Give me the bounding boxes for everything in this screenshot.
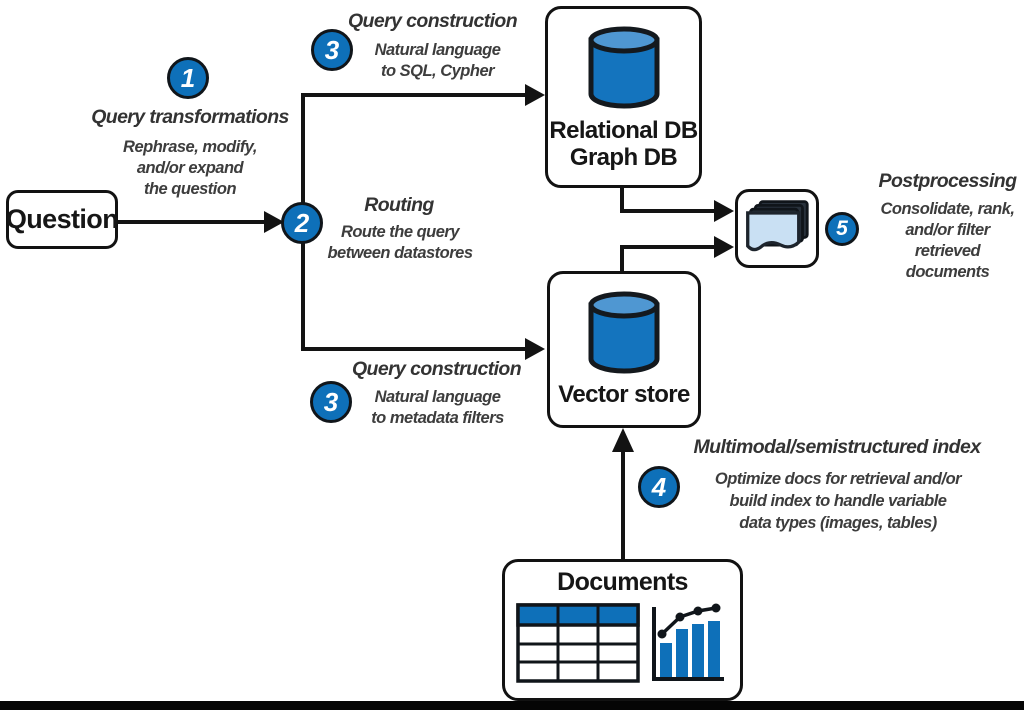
multimodal-index-desc: Optimize docs for retrieval and/or build…: [714, 470, 962, 532]
postprocessing-desc: Consolidate, rank, and/or filter retriev…: [880, 200, 1015, 281]
vector-store-label: Vector store: [558, 381, 690, 408]
relational-to-docstack-line: [620, 186, 624, 213]
step-4-badge: 4: [638, 466, 680, 508]
documents-node: Documents: [502, 559, 743, 701]
query-construction-bottom-title: Query construction: [351, 358, 522, 380]
arrowhead-right-icon: [714, 200, 734, 222]
step-2-badge: 2: [281, 202, 323, 244]
multimodal-index-title: Multimodal/semistructured index: [693, 436, 982, 458]
query-construction-top-desc: Natural language to SQL, Cypher: [374, 41, 501, 80]
vector-to-docstack-line: [620, 245, 624, 273]
question-label: Question: [5, 204, 119, 234]
routing-to-vector-line: [301, 347, 527, 351]
routing-title: Routing: [364, 194, 434, 216]
relational-to-docstack-line: [620, 209, 716, 213]
database-cylinder-icon: [588, 26, 659, 109]
postprocessing-title: Postprocessing: [878, 170, 1017, 192]
query-construction-top-title: Query construction: [347, 10, 518, 32]
documents-icons: [515, 603, 724, 683]
question-to-routing-line: [118, 220, 266, 224]
bar-chart-icon: [651, 603, 724, 681]
document-stack-icon: [746, 199, 809, 251]
arrowhead-right-icon: [714, 236, 734, 258]
vector-store-node: Vector store: [547, 271, 701, 428]
bottom-border-bar: [0, 701, 1024, 710]
arrowhead-right-icon: [525, 338, 545, 360]
routing-desc: Route the query between datastores: [327, 223, 473, 262]
step-3-bottom-badge: 3: [310, 381, 352, 423]
arrowhead-right-icon: [525, 84, 545, 106]
arrowhead-up-icon: [612, 428, 634, 452]
table-icon: [515, 603, 640, 683]
step-5-badge: 5: [825, 212, 859, 246]
step-3-top-badge: 3: [311, 29, 353, 71]
query-transformations-title: Query transformations: [91, 106, 289, 128]
routing-to-relational-line: [301, 93, 527, 97]
documents-label: Documents: [557, 568, 688, 596]
query-construction-bottom-desc: Natural language to metadata filters: [371, 388, 504, 427]
step-1-badge: 1: [167, 57, 209, 99]
database-cylinder-icon: [588, 291, 660, 374]
arrowhead-right-icon: [264, 211, 284, 233]
vector-to-docstack-line: [620, 245, 716, 249]
query-transformations-desc: Rephrase, modify, and/or expand the ques…: [123, 138, 257, 198]
relational-graph-db-node: Relational DB Graph DB: [545, 6, 702, 188]
documents-to-vector-line: [621, 450, 625, 560]
retrieved-documents-node: [735, 189, 819, 268]
question-node: Question: [5, 190, 119, 249]
relational-graph-db-label: Relational DB Graph DB: [549, 117, 698, 171]
